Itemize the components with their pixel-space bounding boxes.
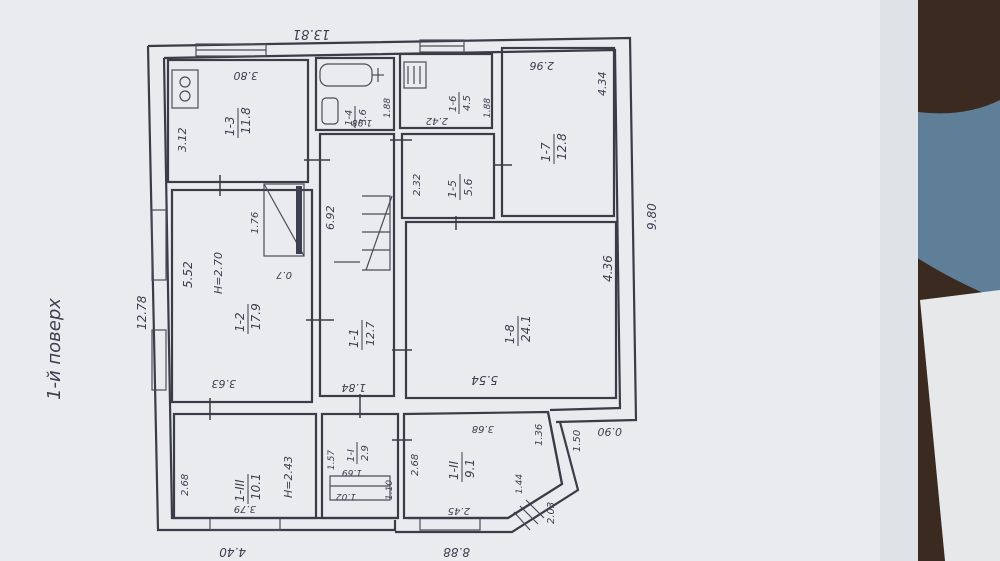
- dim-r2b-bay2: 1.44: [515, 474, 525, 494]
- dim-r2b-w: 2.45: [448, 505, 470, 516]
- room-1-5: 1-5 5.6: [446, 174, 475, 200]
- room-area: 24.1: [519, 315, 533, 342]
- room-1-1: 1-1 12.7: [347, 320, 377, 350]
- room-id: 1-6: [448, 96, 459, 112]
- room-area: 12.8: [555, 133, 569, 160]
- room-1-II: 1-II 9.1: [447, 452, 477, 482]
- stove-icon: [171, 69, 199, 109]
- dim-r7-height: 4.34: [596, 72, 609, 97]
- dim-r2b-bay: 1.50: [572, 430, 583, 452]
- dim-r3b-w: 3.79: [234, 503, 256, 514]
- dim-r6-h: 1.88: [483, 98, 493, 118]
- room-id: 1-III: [233, 479, 247, 502]
- door-marks: [209, 139, 512, 441]
- room-1-4: 1-4 3.6: [344, 106, 369, 128]
- room-1-6: 1-6 4.5: [448, 92, 473, 114]
- room-area: 3.6: [358, 109, 369, 125]
- dim-r2-height: 5.52: [181, 261, 195, 288]
- paper-edge-shadow: [880, 0, 918, 561]
- room-id: 1-I: [346, 449, 357, 462]
- room-area: 9.1: [463, 459, 477, 478]
- dim-r2b-h: 2.68: [410, 454, 421, 476]
- dim-r4-h: 1.88: [383, 98, 393, 118]
- room-id: 1-3: [223, 116, 237, 136]
- floor-caption: 1-й поверх: [44, 298, 65, 400]
- room-area: 4.5: [462, 95, 473, 111]
- room-id: 1-7: [539, 142, 553, 162]
- dim-r1b-a: 1.57: [327, 450, 337, 470]
- second-sheet: [920, 290, 1000, 561]
- room-id: 1-5: [446, 180, 459, 198]
- room-labels: 1-3 11.8 1-2 17.9 H=2.70 1-1 12.7 1-4 3.…: [212, 92, 569, 504]
- room-1-2: 1-2 17.9: [233, 303, 263, 334]
- room-1-7: 1-7 12.8: [539, 133, 569, 164]
- dim-r3b-h: 2.68: [180, 474, 191, 496]
- dim-r7-width: 2.96: [530, 59, 555, 72]
- blue-cloth: [905, 100, 1000, 300]
- dim-r2b-top: 3.68: [472, 423, 494, 434]
- room-area: 17.9: [249, 303, 263, 330]
- dim-r1b-d: 1.02: [336, 491, 356, 501]
- room-1-3: 1-3 11.8: [223, 107, 253, 138]
- dim-right-overall: 9.80: [645, 203, 659, 230]
- room-1-III-height: H=2.43: [282, 456, 295, 498]
- room-1-III: 1-III 10.1: [233, 473, 263, 504]
- room-area: 10.1: [249, 473, 263, 500]
- staircase: [329, 195, 393, 501]
- dim-r6-w: 2.42: [426, 115, 448, 126]
- dim-r1b-b: 1.69: [342, 467, 362, 477]
- room-id: 1-II: [447, 460, 461, 480]
- room-area: 2.9: [360, 445, 371, 461]
- bathtub-icon: [319, 63, 384, 125]
- windows-left: [151, 209, 167, 391]
- room-1-I: 1-I 2.9: [346, 442, 371, 464]
- room-area: 5.6: [462, 179, 475, 197]
- dim-r3-width: 3.80: [234, 69, 259, 82]
- room-id: 1-1: [347, 328, 361, 348]
- room-id: 1-2: [233, 312, 247, 332]
- windows-top: [195, 39, 465, 57]
- dim-left-overall: 12.78: [135, 295, 149, 330]
- room-1-2-height: H=2.70: [212, 252, 225, 294]
- room-area: 11.8: [239, 107, 253, 134]
- dim-r8-height: 4.36: [601, 255, 615, 282]
- dim-right-step: 0.90: [598, 425, 623, 438]
- dim-r1-width: 1.84: [342, 381, 367, 394]
- chimney-icon: [263, 183, 305, 257]
- room-id: 1-8: [503, 324, 517, 344]
- toilet-icon: [403, 61, 427, 89]
- room-id: 1-4: [344, 110, 355, 126]
- dim-r2-small: 0.7: [275, 269, 292, 280]
- dim-r2b-side: 1.36: [534, 424, 545, 446]
- dim-r2-width: 3.63: [212, 377, 237, 390]
- dim-r4-w: 1.98: [352, 117, 372, 127]
- dim-r2-door: 1.76: [250, 212, 261, 234]
- dim-top-overall: 13.81: [293, 26, 330, 41]
- dim-r1b-c: 1.10: [385, 480, 395, 500]
- dim-bottom-mid: 8.88: [443, 545, 470, 559]
- dim-r2b-bay3: 2.03: [546, 502, 557, 524]
- dim-r8-width: 5.54: [471, 373, 498, 387]
- room-1-8: 1-8 24.1: [503, 315, 533, 346]
- dim-r5-h: 2.32: [412, 174, 423, 196]
- room-area: 12.7: [364, 322, 377, 347]
- dim-r1-length: 6.92: [324, 206, 337, 231]
- dim-r3-height: 3.12: [176, 128, 189, 153]
- dim-bottom-left: 4.40: [219, 545, 246, 559]
- dimension-labels: 13.81 9.80 12.78 4.40 8.88 0.90 3.80 3.1…: [135, 26, 659, 559]
